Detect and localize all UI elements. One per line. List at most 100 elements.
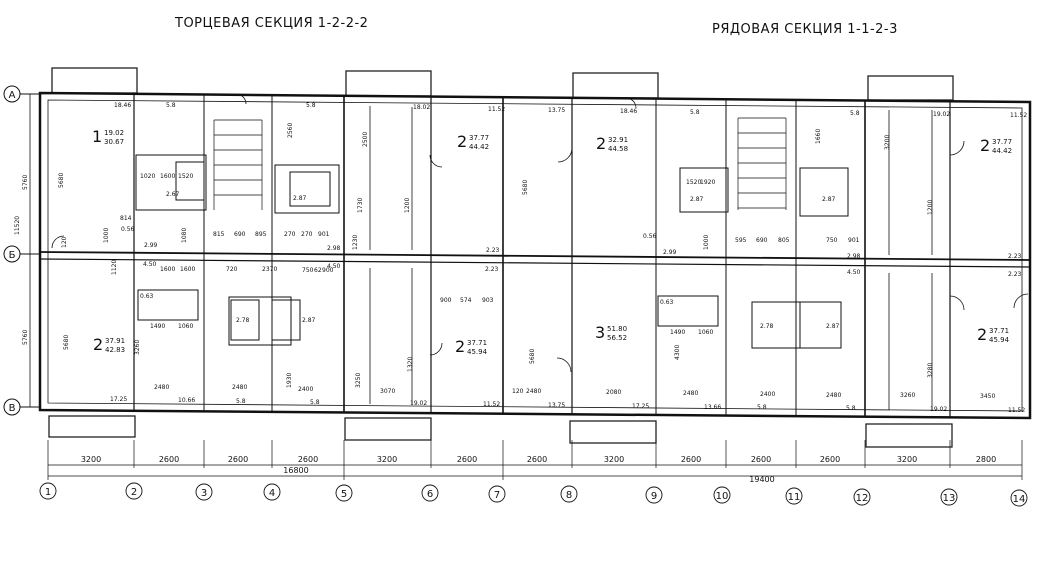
apartment-2: 2 37.77 44.42 [457,132,489,151]
svg-text:2.23: 2.23 [1008,253,1022,260]
svg-text:37.91: 37.91 [105,337,125,345]
svg-text:2370: 2370 [262,266,277,273]
svg-text:11.52: 11.52 [488,106,505,113]
svg-text:2080: 2080 [606,389,621,396]
total-right: 19400 [749,475,774,484]
svg-text:5.8: 5.8 [306,102,316,109]
svg-text:3070: 3070 [380,388,395,395]
svg-text:13.75: 13.75 [548,107,565,114]
svg-text:2480: 2480 [232,384,247,391]
svg-text:3200: 3200 [377,455,397,464]
svg-text:11.52: 11.52 [1008,407,1025,414]
svg-text:4.50: 4.50 [847,269,861,276]
svg-text:574: 574 [460,297,472,304]
svg-text:10: 10 [716,491,729,502]
svg-text:2600: 2600 [228,455,248,464]
svg-text:17.25: 17.25 [632,403,649,410]
svg-text:5680: 5680 [522,180,529,195]
svg-text:19.02: 19.02 [104,129,124,137]
svg-text:19.02: 19.02 [410,400,427,407]
svg-text:37.77: 37.77 [469,134,489,142]
room-area-labels: 18.46 5.8 5.8 18.02 11.52 13.75 18.46 5.… [110,102,1027,414]
svg-text:1490: 1490 [670,329,685,336]
svg-text:2.87: 2.87 [826,323,840,330]
svg-text:1660: 1660 [815,129,822,144]
svg-text:2.87: 2.87 [822,196,836,203]
svg-text:690: 690 [234,231,246,238]
svg-text:5.8: 5.8 [757,404,767,411]
svg-text:3280: 3280 [927,363,934,378]
svg-text:2480: 2480 [526,388,541,395]
svg-text:2800: 2800 [976,455,996,464]
svg-text:3250: 3250 [355,373,362,388]
svg-text:56.52: 56.52 [607,334,627,342]
svg-text:2600: 2600 [751,455,771,464]
svg-text:1520: 1520 [686,179,701,186]
svg-text:1930: 1930 [286,373,293,388]
svg-text:7: 7 [494,490,500,501]
wet-rooms [135,154,849,349]
svg-text:1000: 1000 [703,235,710,250]
svg-text:2600: 2600 [681,455,701,464]
svg-text:1600: 1600 [160,173,175,180]
svg-text:1320: 1320 [407,357,414,372]
row-dim-bottom: 5760 [22,330,29,345]
svg-text:2: 2 [977,325,987,344]
svg-text:0.63: 0.63 [660,299,674,306]
svg-text:11.52: 11.52 [1010,112,1027,119]
svg-text:4.50: 4.50 [327,263,341,270]
row-axis-a: А [3,85,40,103]
svg-text:32.91: 32.91 [608,136,628,144]
apartment-4: 2 37.77 44.42 [980,136,1012,155]
svg-text:3200: 3200 [884,135,891,150]
svg-text:19.02: 19.02 [933,111,950,118]
svg-text:805: 805 [778,237,790,244]
svg-text:3200: 3200 [81,455,101,464]
svg-text:2.98: 2.98 [327,245,341,252]
svg-text:5.8: 5.8 [846,405,856,412]
svg-text:5680: 5680 [529,349,536,364]
svg-text:900: 900 [440,297,452,304]
svg-text:120: 120 [61,236,68,248]
svg-text:1230: 1230 [352,235,359,250]
apartment-5: 2 37.91 42.83 [93,335,125,354]
svg-text:11.52: 11.52 [483,401,500,408]
svg-text:901: 901 [848,237,860,244]
svg-text:14: 14 [1013,494,1026,505]
svg-text:2600: 2600 [457,455,477,464]
svg-text:1200: 1200 [404,198,411,213]
svg-text:9: 9 [651,491,657,502]
apartment-7: 3 51.80 56.52 [595,323,627,342]
svg-text:595: 595 [735,237,747,244]
svg-text:2600: 2600 [298,455,318,464]
svg-text:814: 814 [120,215,132,222]
apartment-labels: 1 19.02 30.67 2 37.77 44.42 2 32.91 44.5… [92,127,1012,356]
svg-text:2400: 2400 [760,391,775,398]
svg-text:5680: 5680 [58,173,65,188]
svg-text:5.8: 5.8 [166,102,176,109]
svg-text:2480: 2480 [826,392,841,399]
row-dim-total: 11520 [14,216,21,235]
svg-text:1520: 1520 [178,173,193,180]
svg-text:1060: 1060 [178,323,193,330]
row-axis-b: Б [3,245,40,263]
svg-text:2.99: 2.99 [144,242,158,249]
svg-text:2: 2 [93,335,103,354]
svg-text:5.8: 5.8 [236,398,246,405]
svg-text:19.02: 19.02 [930,406,947,413]
svg-text:0.63: 0.63 [140,293,154,300]
bottom-span-labels: 3200 2600 2600 2600 3200 2600 2600 3200 … [81,455,996,484]
svg-text:10.66: 10.66 [178,397,195,404]
svg-text:13.75: 13.75 [548,402,565,409]
svg-text:5.8: 5.8 [310,399,320,406]
svg-text:2560: 2560 [287,123,294,138]
svg-text:51.80: 51.80 [607,325,627,333]
svg-text:2480: 2480 [683,390,698,397]
svg-text:1020: 1020 [140,173,155,180]
svg-text:750: 750 [302,267,314,274]
svg-text:2600: 2600 [820,455,840,464]
svg-text:750: 750 [826,237,838,244]
svg-text:А: А [9,90,16,101]
walls [38,91,1032,420]
svg-text:5.8: 5.8 [690,109,700,116]
